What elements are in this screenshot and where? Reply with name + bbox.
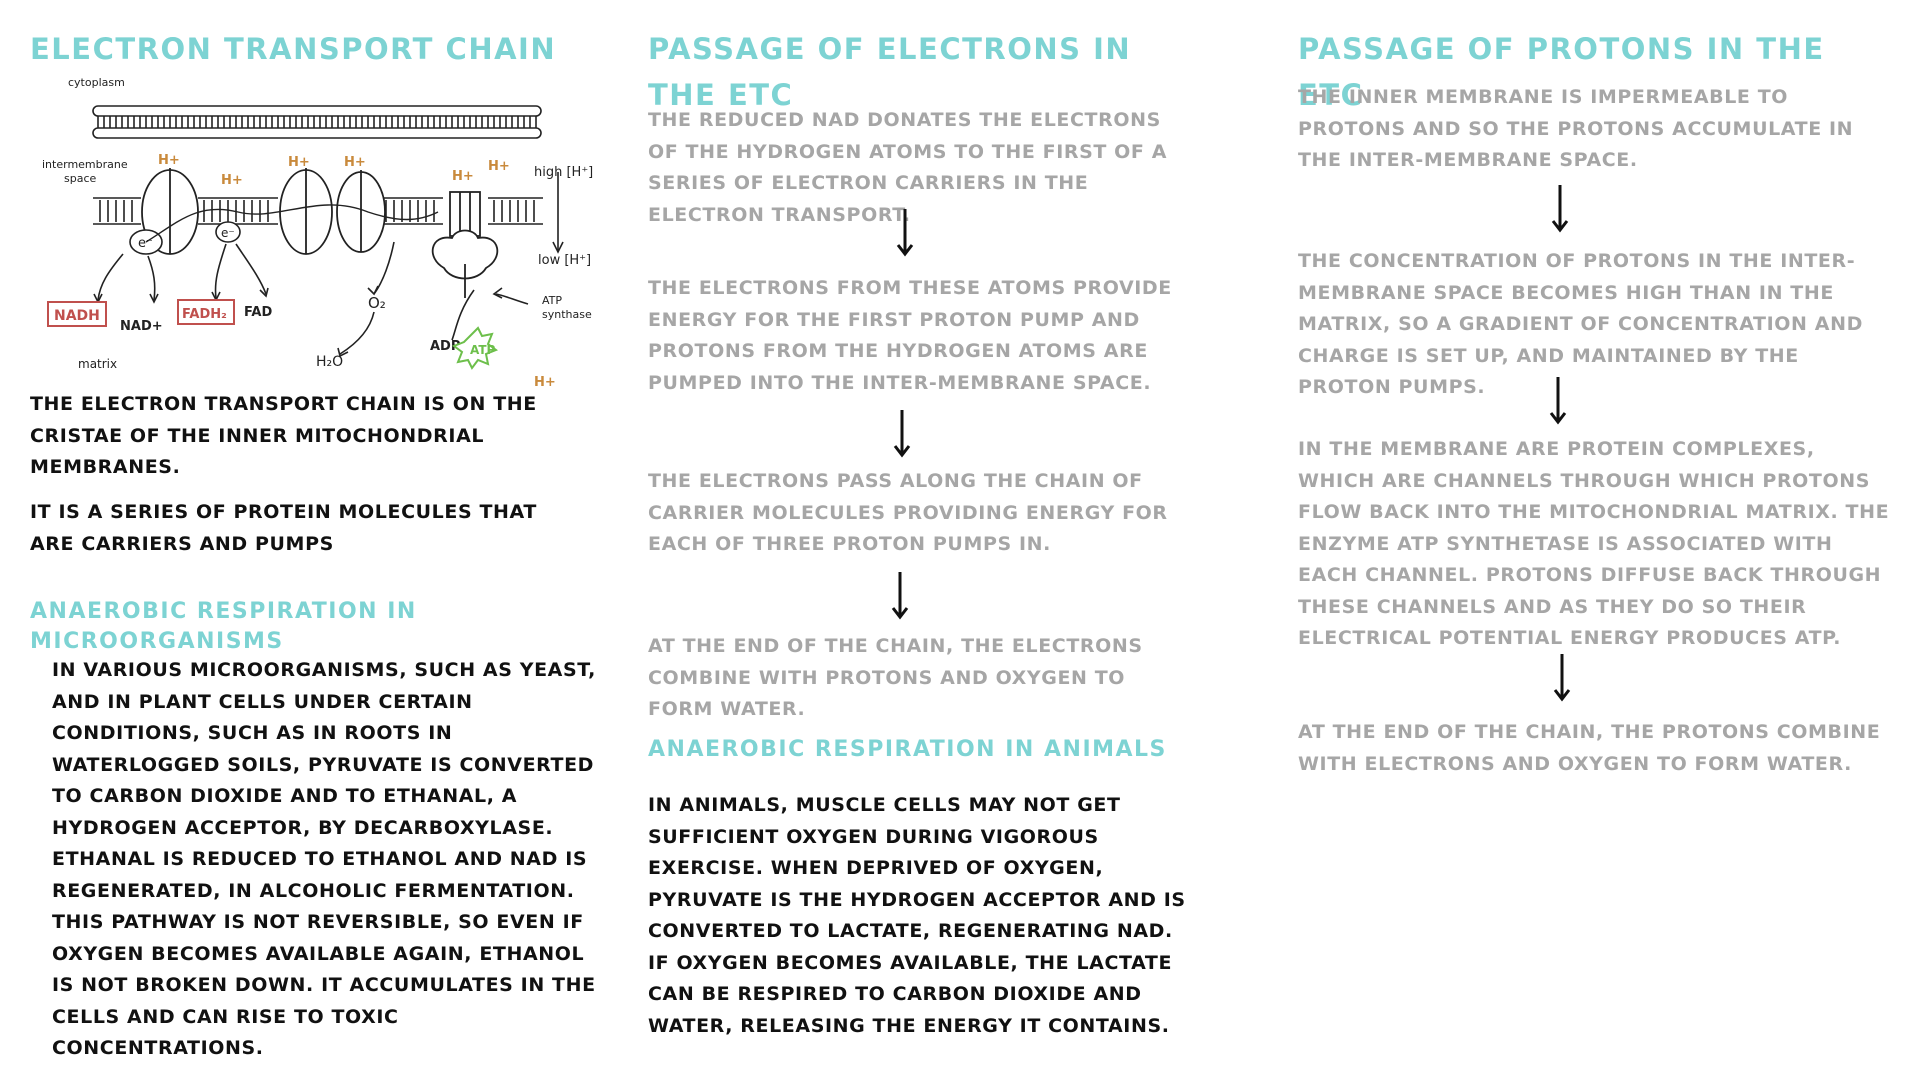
h2o-label: H₂O [316, 354, 343, 370]
nad-label: NAD+ [120, 319, 163, 334]
svg-text:H+: H+ [221, 173, 243, 188]
high-h-label: high [H⁺] [534, 165, 593, 180]
o2-label: O₂ [368, 294, 386, 312]
fadh2-label: FADH₂ [182, 307, 227, 322]
svg-text:H+: H+ [344, 155, 366, 170]
electrons-step-3: THE ELECTRONS PASS ALONG THE CHAIN OF CA… [648, 470, 1168, 555]
etc-heading: ELECTRON TRANSPORT CHAIN [30, 32, 557, 66]
down-arrow-icon [1553, 654, 1571, 702]
svg-text:H+: H+ [158, 153, 180, 168]
protons-step-3: IN THE MEMBRANE ARE PROTEIN COMPLEXES, W… [1298, 438, 1890, 649]
electrons-step-1: THE REDUCED NAD DONATES THE ELECTRONS OF… [648, 109, 1168, 226]
down-arrow-icon [893, 410, 911, 458]
nadh-box [47, 301, 107, 327]
down-arrow-icon [1549, 377, 1567, 425]
etc-location-text: THE ELECTRON TRANSPORT CHAIN IS ON THE C… [30, 393, 537, 478]
protons-step-1: THE INNER MEMBRANE IS IMPERMEABLE TO PRO… [1298, 86, 1854, 171]
adp-label: ADP [430, 339, 460, 354]
down-arrow-icon [1551, 185, 1569, 233]
space-label: space [64, 172, 97, 185]
down-arrow-icon [896, 209, 914, 257]
atp-synthase-label-2: synthase [542, 308, 592, 321]
electrons-step-4: AT THE END OF THE CHAIN, THE ELECTRONS C… [648, 635, 1143, 720]
anaerobic-microorganisms-heading: ANAEROBIC RESPIRATION IN MICROORGANISMS [30, 599, 417, 654]
svg-text:H+: H+ [534, 375, 556, 390]
etc-description-text: IT IS A SERIES OF PROTEIN MOLECULES THAT… [30, 501, 537, 555]
intermembrane-label: intermembrane [42, 158, 128, 171]
protons-step-4: AT THE END OF THE CHAIN, THE PROTONS COM… [1298, 721, 1881, 775]
nadh-label: NADH [54, 308, 100, 324]
anaerobic-animals-text: IN ANIMALS, MUSCLE CELLS MAY NOT GET SUF… [648, 794, 1186, 1037]
protons-heading: PASSAGE OF PROTONS IN THE ETC [1298, 32, 1825, 112]
diagram-arrows [93, 172, 564, 358]
h-plus-labels: H+ H+ H+ H+ H+ H+ H+ [158, 153, 556, 390]
atp-synthase-label-1: ATP [542, 294, 562, 307]
atp-label: ATP [470, 343, 496, 357]
protein-complexes [141, 168, 499, 298]
anaerobic-microorganisms-text: IN VARIOUS MICROORGANISMS, SUCH AS YEAST… [52, 659, 596, 1059]
low-h-label: low [H⁺] [538, 253, 591, 268]
anaerobic-animals-heading: ANAEROBIC RESPIRATION IN ANIMALS [648, 737, 1167, 762]
electron-label-2: e⁻ [221, 226, 235, 240]
electrons-step-2: THE ELECTRONS FROM THESE ATOMS PROVIDE E… [648, 277, 1172, 394]
fad-label: FAD [244, 305, 272, 320]
electrons-heading: PASSAGE OF ELECTRONS IN THE ETC [648, 32, 1132, 112]
protons-step-2: THE CONCENTRATION OF PROTONS IN THE INTE… [1298, 250, 1863, 398]
down-arrow-icon [891, 572, 909, 620]
fadh2-box [177, 299, 235, 325]
etc-diagram: cytoplasm intermembrane space high [H⁺] … [42, 76, 593, 390]
outer-membrane [92, 105, 542, 139]
matrix-label: matrix [78, 357, 117, 371]
svg-text:H+: H+ [452, 169, 474, 184]
cytoplasm-label: cytoplasm [68, 76, 125, 89]
atp-burst [451, 326, 499, 370]
svg-text:H+: H+ [288, 155, 310, 170]
svg-text:H+: H+ [488, 159, 510, 174]
